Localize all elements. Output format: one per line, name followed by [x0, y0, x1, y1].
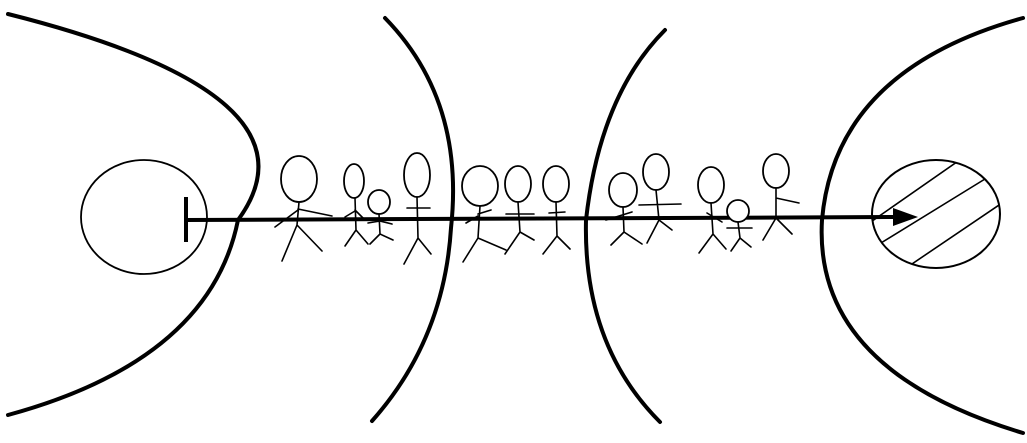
stick-figure	[698, 167, 726, 253]
inner-right-boundary-arc	[586, 30, 665, 422]
stick-figure	[404, 153, 431, 264]
stick-figure	[606, 173, 642, 245]
right-boundary-arc	[822, 18, 1023, 433]
stick-figure	[344, 164, 368, 246]
stick-figure	[368, 190, 393, 244]
start-circle	[81, 160, 207, 274]
end-circle-hatching	[865, 157, 1005, 268]
stick-figure	[639, 154, 681, 243]
stick-figure	[275, 156, 332, 261]
migration-arrow-line	[186, 217, 900, 220]
stick-figure	[763, 154, 799, 240]
stick-figure	[727, 200, 752, 251]
stick-figure	[543, 166, 570, 254]
stick-figure	[505, 166, 534, 254]
stick-figure	[462, 166, 506, 262]
left-boundary-arc	[8, 14, 258, 415]
